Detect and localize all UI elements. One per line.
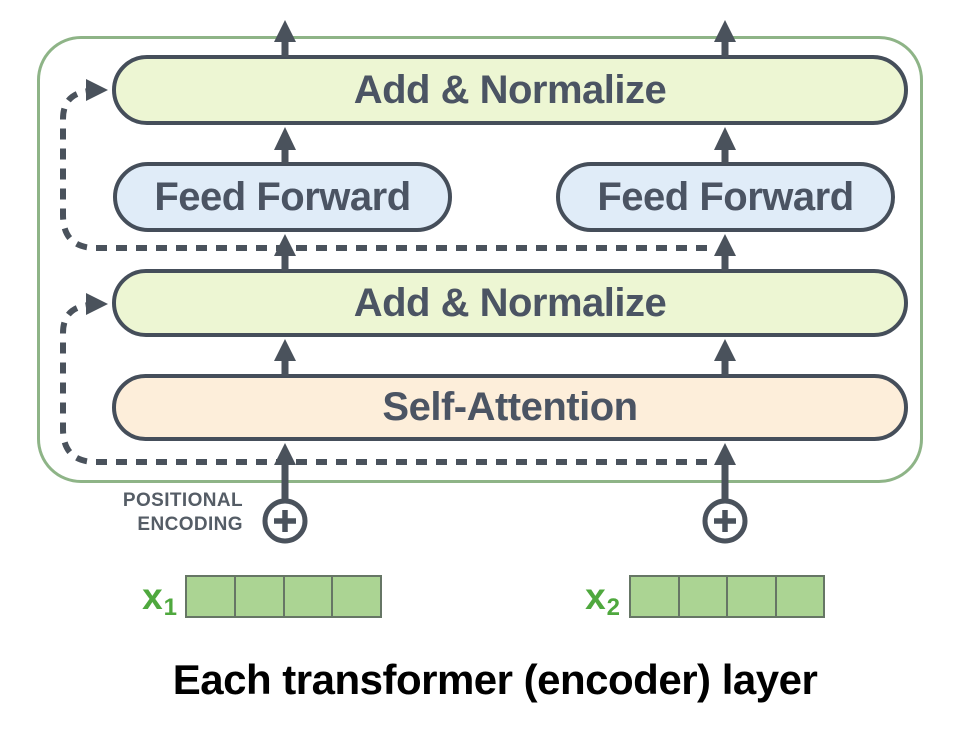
input-x1-label: x1 (120, 576, 177, 629)
add-normalize-middle-label: Add & Normalize (353, 280, 667, 325)
feed-forward-right-box: Feed Forward (556, 162, 895, 232)
feed-forward-right-label: Feed Forward (597, 174, 854, 219)
vector-cell (187, 577, 236, 616)
input-x2-label: x2 (563, 576, 620, 629)
positional-encoding-line1: POSITIONAL (122, 490, 243, 511)
x2-subscript: 2 (606, 594, 620, 621)
add-normalize-top-label: Add & Normalize (353, 67, 667, 112)
vector-cell (631, 577, 680, 616)
encoder-layer-outline (37, 36, 923, 483)
positional-encoding-line2: ENCODING (137, 514, 243, 535)
plus-circle-icon (262, 498, 308, 544)
feed-forward-left-label: Feed Forward (154, 174, 411, 219)
embedding-vector-x1 (185, 575, 382, 618)
vector-cell (680, 577, 728, 616)
positional-encoding-label: POSITIONAL ENCODING (100, 489, 243, 537)
plus-circle-icon (702, 498, 748, 544)
x1-subscript: 1 (163, 594, 177, 621)
vector-cell (777, 577, 824, 616)
vector-cell (728, 577, 777, 616)
vector-cell (285, 577, 334, 616)
x2-base: x (585, 576, 606, 617)
vector-cell (333, 577, 380, 616)
self-attention-box: Self-Attention (112, 374, 908, 441)
feed-forward-left-box: Feed Forward (113, 162, 452, 232)
embedding-vector-x2 (629, 575, 825, 618)
self-attention-label: Self-Attention (382, 385, 638, 429)
add-normalize-middle-box: Add & Normalize (112, 269, 908, 337)
x1-base: x (142, 576, 163, 617)
add-normalize-top-box: Add & Normalize (112, 55, 908, 125)
slide-caption: Each transformer (encoder) layer (172, 656, 818, 703)
vector-cell (236, 577, 285, 616)
